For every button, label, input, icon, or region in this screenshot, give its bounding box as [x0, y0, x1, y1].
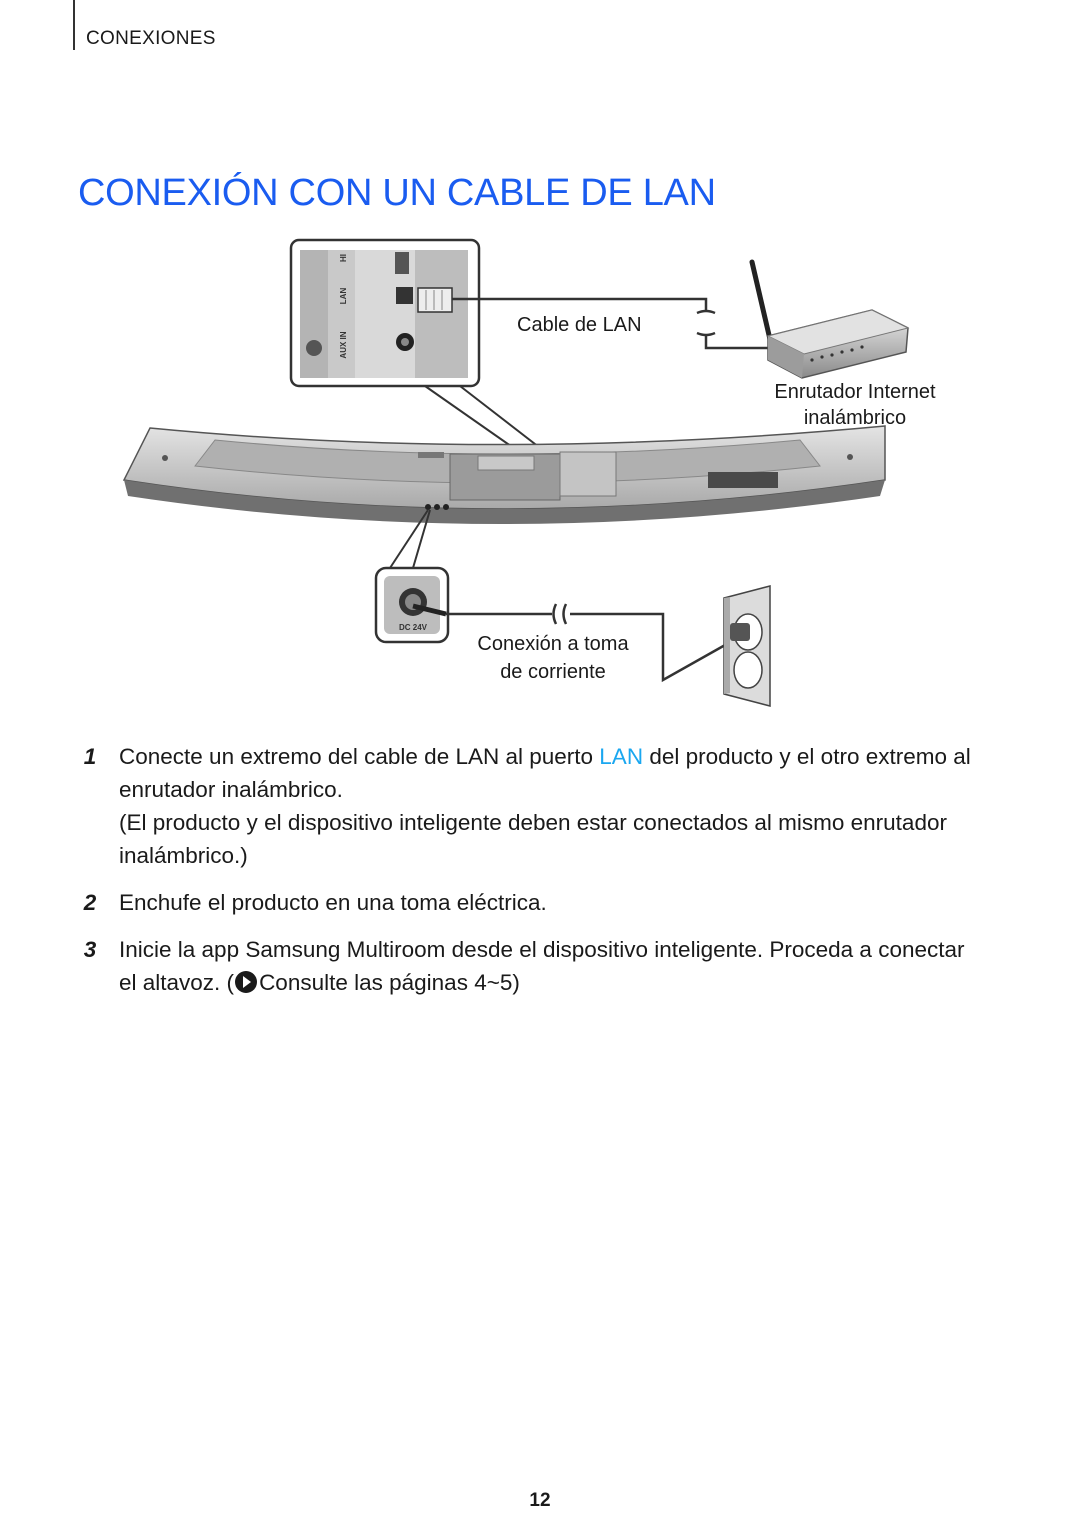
- page-title: CONEXIÓN CON UN CABLE DE LAN: [78, 172, 716, 214]
- power-cable: [446, 603, 735, 683]
- step-note: (El producto y el dispositivo inteligent…: [119, 810, 947, 868]
- port-label-lan: LAN: [339, 288, 348, 305]
- router-image: [749, 259, 910, 379]
- instruction-steps: 1 Conecte un extremo del cable de LAN al…: [80, 740, 980, 1013]
- dc-leader-lines: [389, 509, 431, 569]
- port-panel-zoom: HI LAN AUX IN: [289, 238, 481, 388]
- connection-diagram: HI LAN AUX IN Cable de LAN Enrutador Int…: [122, 238, 936, 707]
- section-rule: [73, 0, 75, 50]
- port-label-aux: AUX IN: [339, 331, 348, 358]
- dc-port-zoom: DC 24V: [374, 566, 450, 644]
- step-3: 3 Inicie la app Samsung Multiroom desde …: [80, 933, 980, 999]
- label-router-line2: inalámbrico: [804, 407, 906, 429]
- step-text: Inicie la app Samsung Multiroom desde el…: [119, 937, 965, 995]
- step-text: Conecte un extremo del cable de LAN al p…: [119, 744, 971, 802]
- step-1: 1 Conecte un extremo del cable de LAN al…: [80, 740, 980, 872]
- step-number: 1: [83, 744, 97, 769]
- lan-port-highlight: LAN: [599, 744, 644, 769]
- wall-outlet-image: [723, 585, 771, 707]
- page-reference: Consulte las páginas 4~5): [259, 970, 520, 995]
- section-label: CONEXIONES: [86, 28, 216, 49]
- step-number: 3: [83, 937, 97, 962]
- port-label-hdmi: HI: [339, 254, 348, 262]
- page-reference-icon: [235, 971, 258, 993]
- app-name: Samsung Multiroom: [245, 937, 446, 962]
- speaker-image: [122, 425, 886, 524]
- lan-cable: [452, 297, 768, 350]
- step-number: 2: [83, 890, 97, 915]
- label-power-line2: de corriente: [500, 661, 606, 683]
- page-number: 12: [529, 1490, 551, 1511]
- label-router-line1: Enrutador Internet: [774, 381, 936, 403]
- label-lan-cable: Cable de LAN: [517, 314, 642, 336]
- step-text: Enchufe el producto en una toma eléctric…: [119, 890, 547, 915]
- step-2: 2 Enchufe el producto en una toma eléctr…: [80, 886, 980, 919]
- label-power-line1: Conexión a toma: [477, 633, 629, 655]
- port-label-dc: DC 24V: [399, 623, 428, 632]
